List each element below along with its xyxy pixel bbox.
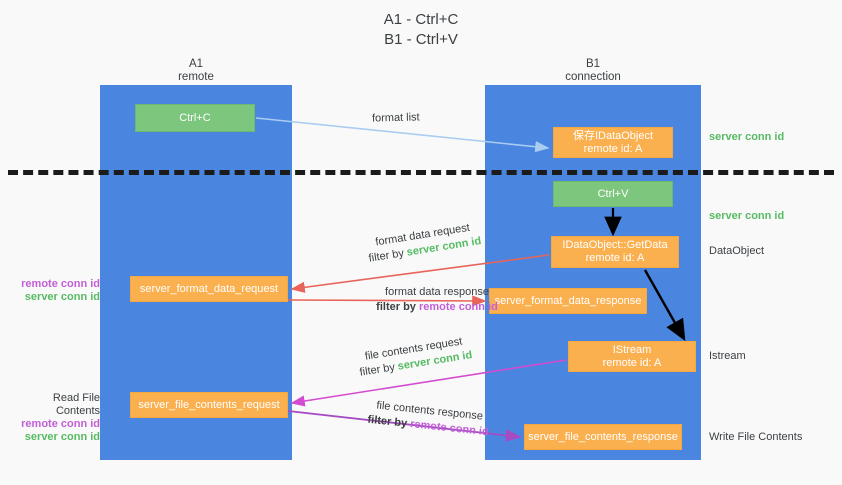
edge-label-format-data-response-text: format data response — [385, 286, 489, 298]
filter-value-remote-conn-id: remote conn id — [418, 301, 498, 313]
node-server-format-data-request-label: server_format_data_request — [139, 282, 279, 295]
node-server-file-contents-response-label: server_file_contents_response — [528, 430, 678, 443]
node-ctrl-v[interactable]: Ctrl+V — [553, 181, 673, 207]
annotation-dataobject: DataObject — [709, 245, 765, 257]
lane-a1-role: remote — [178, 71, 214, 83]
lane-header-b1: B1 connection — [485, 58, 701, 84]
filter-prefix: filter by — [366, 413, 411, 431]
annotation-remote-conn-id-1: remote conn id — [21, 278, 100, 290]
title-line-1: A1 - Ctrl+C — [383, 11, 459, 28]
node-save-idataobject-subtitle: remote id: A — [583, 142, 643, 155]
node-idataobject-getdata-subtitle: remote id: A — [585, 252, 645, 264]
node-istream[interactable]: IStream remote id: A — [568, 341, 696, 372]
annotation-server-conn-id-mid: server conn id — [709, 210, 785, 222]
annotation-remote-conn-id-2: remote conn id — [21, 418, 100, 430]
annotation-istream: Istream — [709, 350, 746, 362]
node-server-format-data-response[interactable]: server_format_data_response — [489, 288, 647, 314]
annotation-group-file-conn-ids: Read File Contents remote conn id server… — [8, 392, 100, 444]
node-istream-label: IStream — [612, 343, 652, 356]
edge-label-format-list-text: format list — [371, 111, 420, 125]
node-server-file-contents-response[interactable]: server_file_contents_response — [524, 424, 682, 450]
title-line-2: B1 - Ctrl+V — [384, 31, 458, 48]
node-server-format-data-response-label: server_format_data_response — [494, 294, 642, 307]
annotation-server-conn-id-top: server conn id — [709, 131, 785, 143]
edge-label-file-contents-response: file contents response filter by remote … — [367, 398, 491, 441]
annotation-read-file-contents: Read File Contents — [52, 392, 100, 417]
lane-header-a1: A1 remote — [100, 58, 292, 84]
node-save-idataobject[interactable]: 保存IDataObject remote id: A — [553, 127, 673, 158]
edge-label-format-list: format list — [372, 110, 420, 126]
node-idataobject-getdata-label: IDataObject::GetData — [562, 239, 668, 251]
annotation-server-conn-id-2: server conn id — [24, 431, 100, 443]
phase-divider — [8, 170, 834, 175]
annotation-group-format-conn-ids: remote conn id server conn id — [8, 278, 100, 304]
lane-b1-name: B1 — [585, 58, 601, 70]
node-istream-subtitle: remote id: A — [602, 356, 662, 369]
node-ctrl-c-label: Ctrl+C — [179, 111, 211, 124]
lane-b1-role: connection — [565, 71, 621, 83]
edge-label-file-contents-request: file contents request filter by server c… — [356, 333, 473, 380]
filter-prefix: filter by — [376, 301, 419, 313]
annotation-write-file-contents: Write File Contents — [709, 431, 803, 443]
edge-label-format-data-response-filter: filter by remote conn id — [362, 300, 512, 315]
page-title: A1 - Ctrl+C B1 - Ctrl+V — [0, 10, 842, 50]
node-ctrl-c[interactable]: Ctrl+C — [135, 104, 255, 132]
node-server-format-data-request[interactable]: server_format_data_request — [130, 276, 288, 302]
node-server-file-contents-request-label: server_file_contents_request — [138, 398, 280, 411]
node-save-idataobject-label: 保存IDataObject — [572, 129, 654, 142]
lane-a1-name: A1 — [188, 58, 204, 70]
node-server-file-contents-request[interactable]: server_file_contents_request — [130, 392, 288, 418]
node-idataobject-getdata[interactable]: IDataObject::GetData remote id: A — [551, 236, 679, 268]
edge-label-format-data-response: format data response filter by remote co… — [362, 285, 512, 315]
annotation-server-conn-id-1: server conn id — [24, 291, 100, 303]
edge-label-format-data-request: format data request filter by server con… — [365, 219, 482, 266]
node-ctrl-v-label: Ctrl+V — [597, 187, 629, 200]
